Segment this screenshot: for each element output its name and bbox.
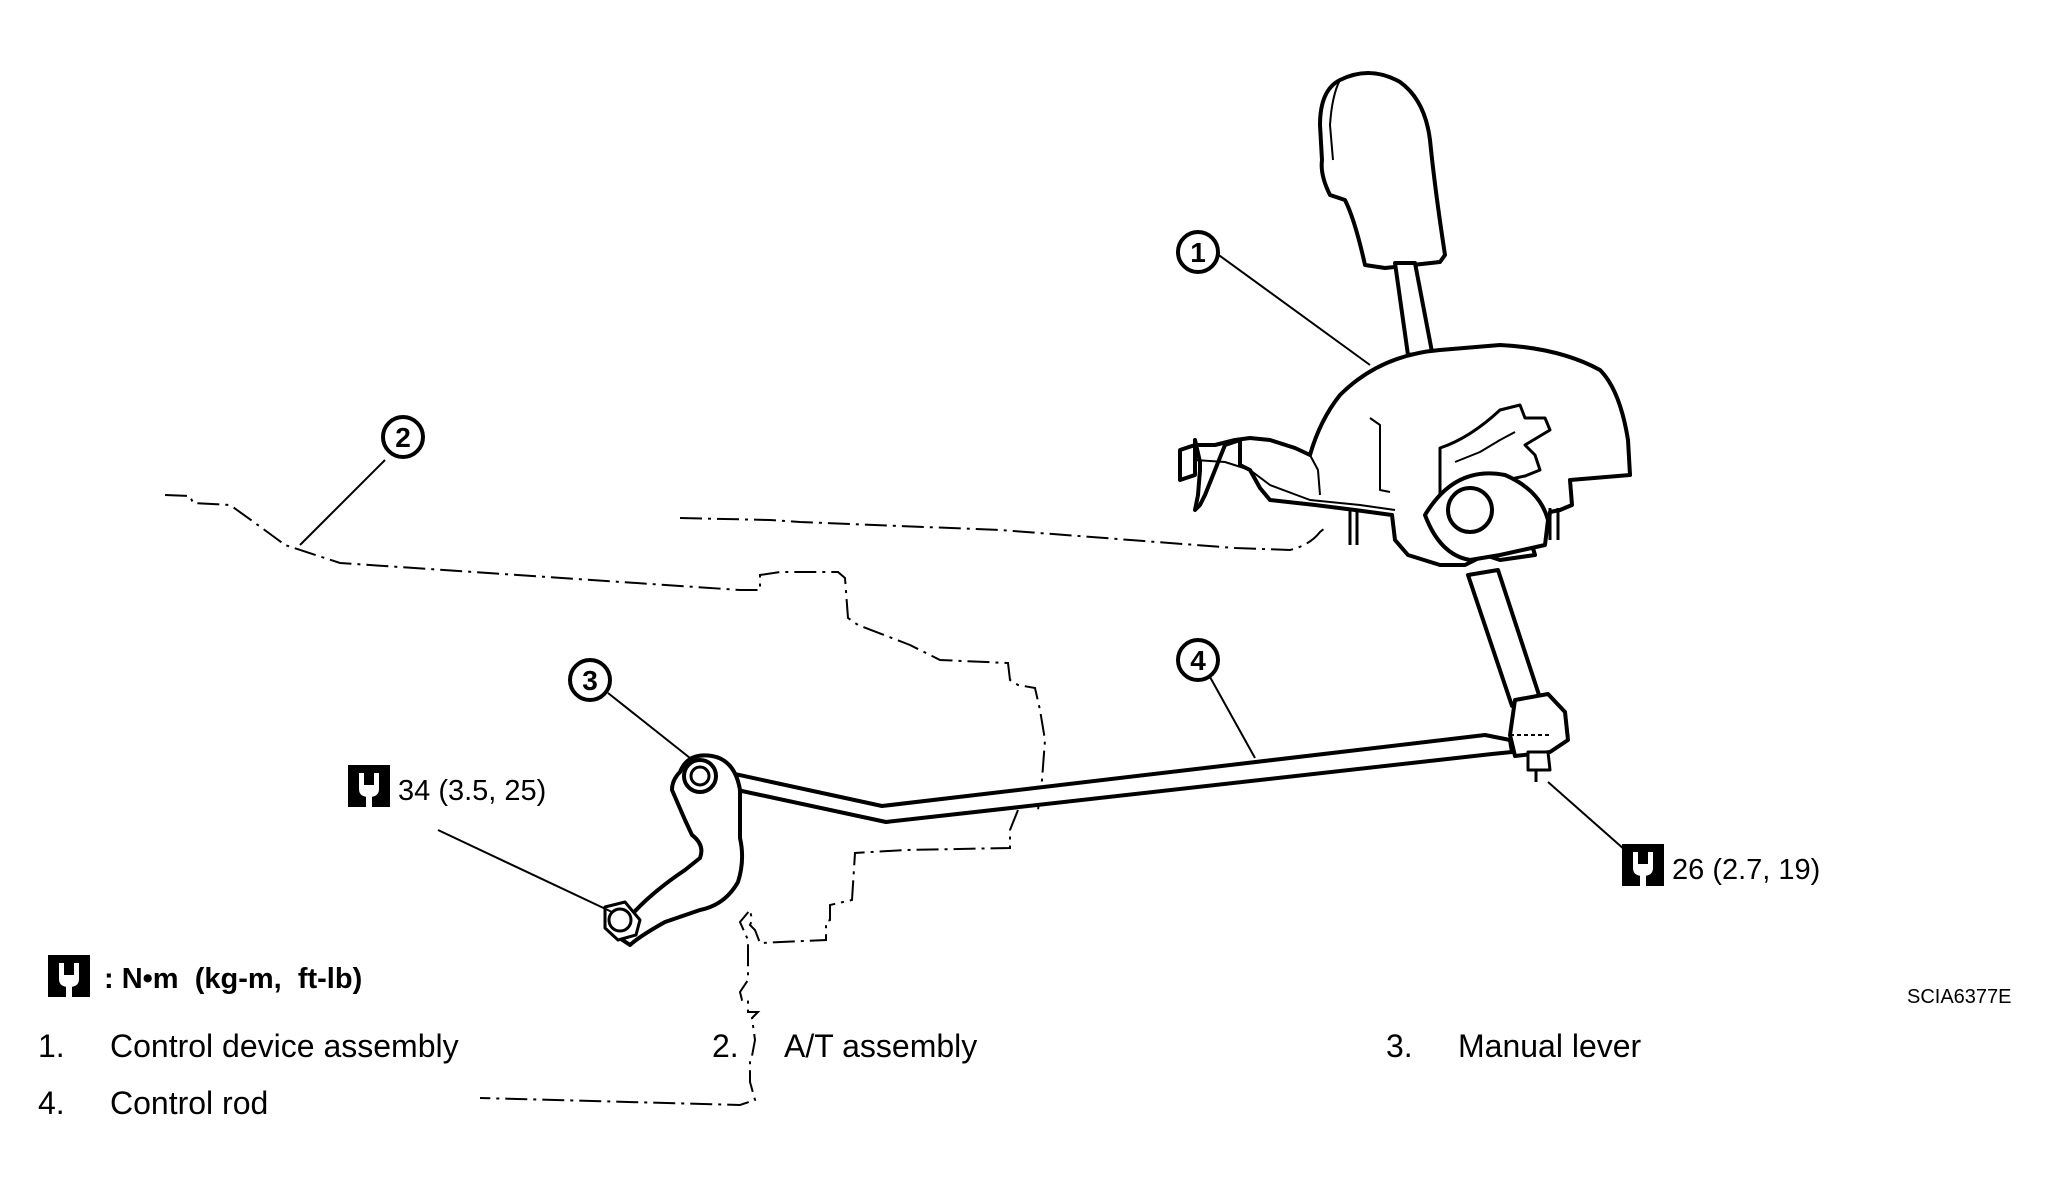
control-device-assembly [1178,70,1632,782]
callout-3: 3 [568,658,612,702]
svg-text:4: 4 [1190,645,1206,676]
callout-1: 1 [1176,230,1220,274]
callout-4: 4 [1176,638,1220,682]
torque-units-legend: : N•m (kg-m, ft-lb) [48,955,362,997]
svg-text:1: 1 [1190,237,1206,268]
leader-lines [299,252,1626,913]
manual-lever [603,753,745,947]
svg-text:: N•m (kg-m, ft-lb): : N•m (kg-m, ft-lb) [104,963,362,995]
svg-text:34 (3.5, 25): 34 (3.5, 25) [398,775,546,807]
callout-2: 2 [381,415,425,459]
torque-spec-manual-lever: 34 (3.5, 25) [348,765,546,807]
control-rod [696,733,1514,824]
svg-text:26 (2.7, 19): 26 (2.7, 19) [1672,854,1820,886]
torque-wrench-icon [1622,844,1664,886]
at-assembly-outline [164,494,1326,1107]
svg-text:3: 3 [582,665,598,696]
svg-text:2: 2 [395,422,411,453]
torque-spec-control-rod: 26 (2.7, 19) [1622,844,1820,886]
torque-wrench-icon [348,765,390,807]
torque-wrench-icon [48,955,90,997]
figure-code: SCIA6377E [1907,986,2012,1008]
